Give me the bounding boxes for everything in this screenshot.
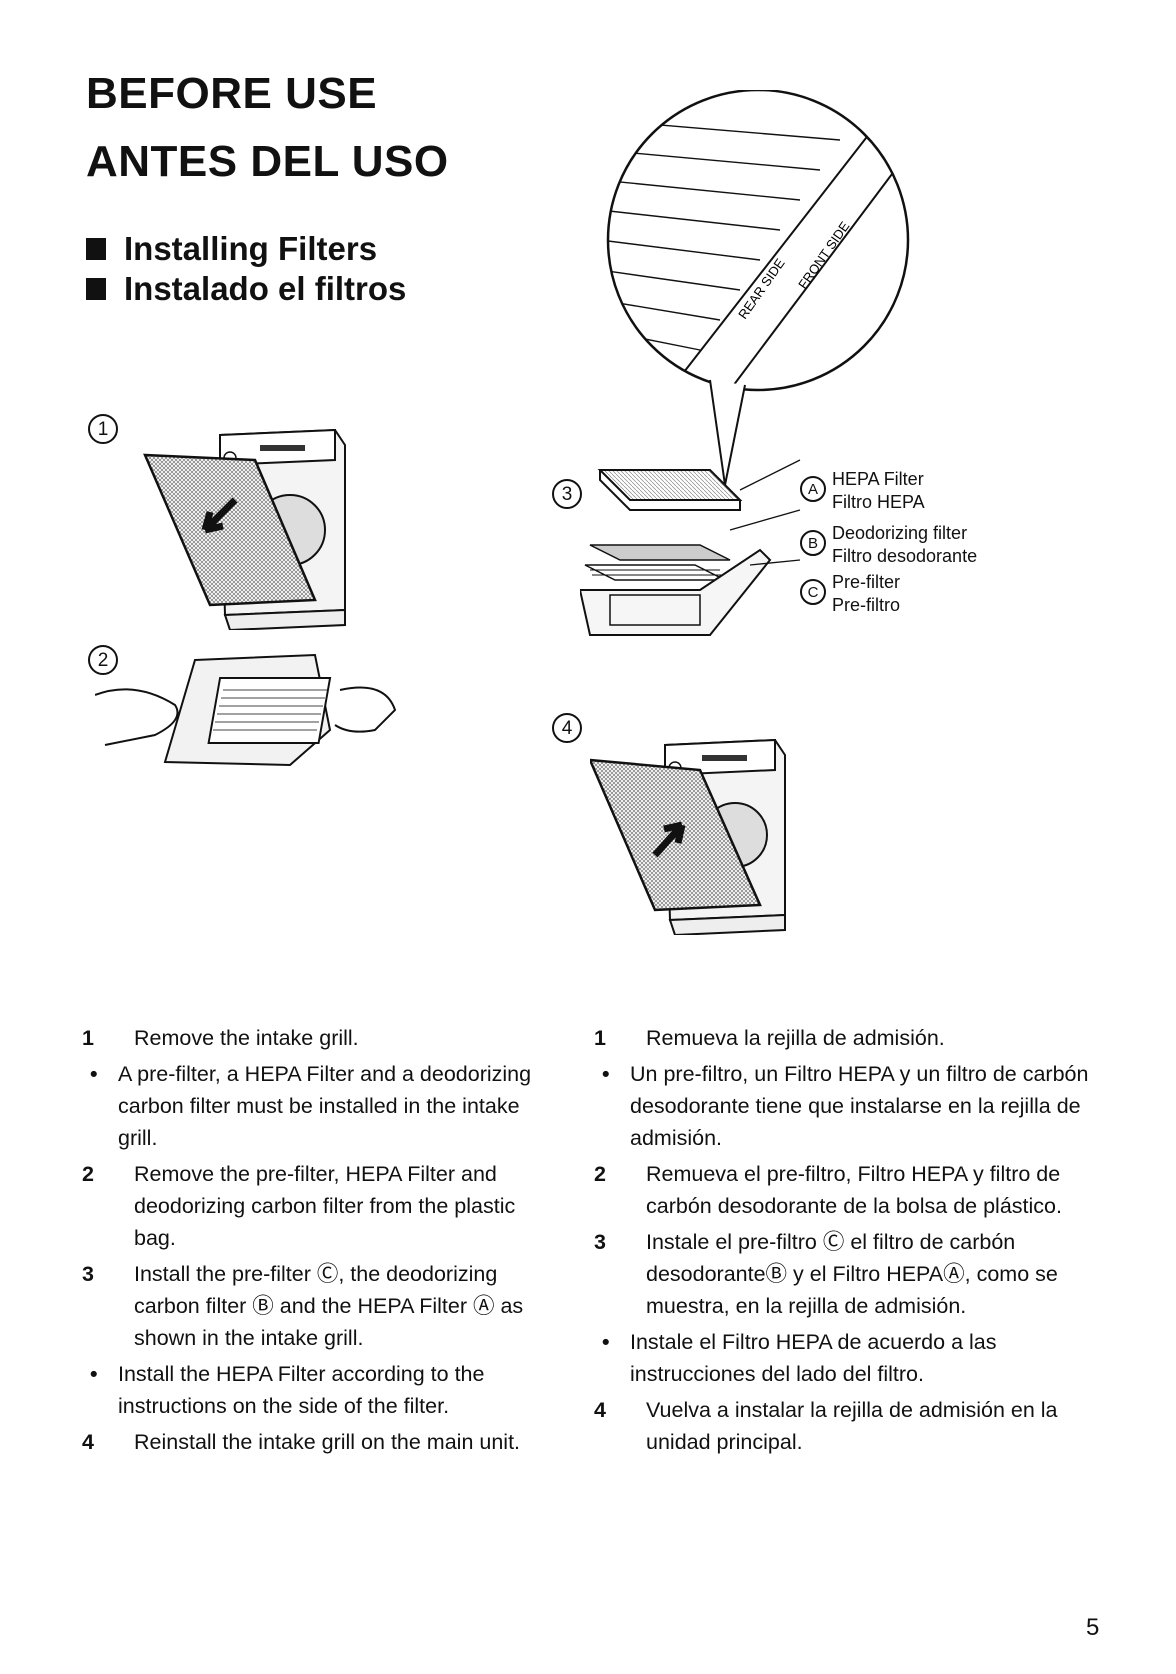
instruction-marker: 1 <box>82 1026 94 1050</box>
callout-pre-filter: C Pre-filter Pre-filtro <box>800 571 900 617</box>
instruction-row: • Un pre-filtro, un Filtro HEPA y un filt… <box>594 1058 1094 1154</box>
instruction-marker: • <box>90 1362 98 1386</box>
square-bullet-icon <box>86 237 106 260</box>
figure-install-filters: FRONT SIDE REAR SIDE <box>580 90 910 636</box>
pre-filter-shape <box>584 564 726 581</box>
step-marker-4: 4 <box>552 713 582 743</box>
instruction-row: • Instale el Filtro HEPA de acuerdo a las… <box>594 1326 1094 1390</box>
instruction-marker: 1 <box>594 1026 606 1050</box>
instructions-english: 1 Remove the intake grill. • A pre-filter,… <box>82 1022 552 1462</box>
instruction-marker: • <box>90 1062 98 1086</box>
instruction-marker: 3 <box>594 1230 606 1254</box>
up-arrow-icon <box>652 821 686 858</box>
section-heading-es-text: Instalado el filtros <box>124 270 407 307</box>
instruction-text: Instale el Filtro HEPA de acuerdo a las … <box>630 1330 997 1386</box>
instruction-marker: • <box>602 1062 610 1086</box>
instruction-row: • Install the HEPA Filter according to th… <box>82 1358 552 1422</box>
instruction-row: 3 Install the pre-filter Ⓒ, the deodorizi… <box>82 1258 552 1354</box>
instruction-row: 2 Remueva el pre-filtro, Filtro HEPA y fi… <box>594 1158 1094 1222</box>
instruction-text: Reinstall the intake grill on the main u… <box>134 1430 521 1454</box>
instruction-text: Remueva la rejilla de admisión. <box>646 1026 945 1050</box>
callout-letter-c: C <box>800 579 826 605</box>
instruction-text: Remove the intake grill. <box>134 1026 359 1050</box>
instruction-marker: 2 <box>594 1162 606 1186</box>
page-title-es: ANTES DEL USO <box>86 137 449 186</box>
step-marker-3: 3 <box>552 479 582 509</box>
instruction-marker: • <box>602 1330 610 1354</box>
figure-remove-intake-grill <box>143 428 346 630</box>
instruction-row: • A pre-filter, a HEPA Filter and a deodo… <box>82 1058 552 1154</box>
callout-hepa-es: Filtro HEPA <box>832 492 925 512</box>
instruction-marker: 3 <box>82 1262 94 1286</box>
intake-grill-shape <box>580 548 772 636</box>
instruction-text: Remueva el pre-filtro, Filtro HEPA y fil… <box>646 1162 1062 1218</box>
instruction-text: Install the pre-filter Ⓒ, the deodorizin… <box>134 1262 524 1350</box>
instruction-row: 1 Remueva la rejilla de admisión. <box>594 1022 1094 1054</box>
left-hand-icon <box>95 688 179 746</box>
callout-deodorizing-es: Filtro desodorante <box>832 546 978 566</box>
callout-letter-a: A <box>800 476 826 502</box>
instruction-text: Install the HEPA Filter according to the… <box>118 1362 485 1418</box>
instruction-row: 2 Remove the pre-filter, HEPA Filter and … <box>82 1158 552 1254</box>
instruction-text: Vuelva a instalar la rejilla de admisión… <box>646 1398 1058 1454</box>
page-title-en: BEFORE USE <box>86 69 378 118</box>
instruction-row: 3 Instale el pre-filtro Ⓒ el filtro de ca… <box>594 1226 1094 1322</box>
instruction-row: 1 Remove the intake grill. <box>82 1022 552 1054</box>
down-arrow-icon <box>201 497 238 534</box>
instruction-text: Remove the pre-filter, HEPA Filter and d… <box>134 1162 516 1250</box>
instruction-marker: 4 <box>82 1430 94 1454</box>
section-heading-es: Instalado el filtros <box>86 272 406 305</box>
section-heading-en: Installing Filters <box>86 232 377 265</box>
callout-pre-filter-en: Pre-filter <box>832 572 901 592</box>
hepa-filter-shape <box>597 469 743 501</box>
instruction-text: Instale el pre-filtro Ⓒ el filtro de car… <box>646 1230 1058 1318</box>
instruction-marker: 2 <box>82 1162 94 1186</box>
callout-deodorizing-filter: B Deodorizing filter Filtro desodorante <box>800 522 977 568</box>
instructions-spanish: 1 Remueva la rejilla de admisión. • Un pre… <box>594 1022 1094 1462</box>
instruction-text: A pre-filter, a HEPA Filter and a deodor… <box>118 1062 532 1150</box>
callout-letter-b: B <box>800 530 826 556</box>
instruction-text: Un pre-filtro, un Filtro HEPA y un filtr… <box>630 1062 1089 1150</box>
instruction-row: 4 Vuelva a instalar la rejilla de admisió… <box>594 1394 1094 1458</box>
deodorizing-filter-shape <box>589 544 731 561</box>
callout-hepa-filter: A HEPA Filter Filtro HEPA <box>800 468 925 514</box>
callout-pre-filter-es: Pre-filtro <box>832 595 901 615</box>
instruction-row: 4 Reinstall the intake grill on the main … <box>82 1426 552 1458</box>
callout-hepa-en: HEPA Filter <box>832 469 924 489</box>
page-number: 5 <box>1086 1614 1100 1641</box>
figure-reinstall-intake-grill <box>590 738 786 935</box>
step-marker-1: 1 <box>88 414 118 444</box>
step-marker-2: 2 <box>88 645 118 675</box>
square-bullet-icon <box>86 277 106 300</box>
instruction-marker: 4 <box>594 1398 606 1422</box>
callout-deodorizing-en: Deodorizing filter <box>832 523 968 543</box>
figure-unwrap-filters <box>95 653 397 767</box>
right-hand-icon <box>334 686 397 733</box>
magnifier-circle <box>606 90 910 392</box>
section-heading-en-text: Installing Filters <box>124 230 378 267</box>
